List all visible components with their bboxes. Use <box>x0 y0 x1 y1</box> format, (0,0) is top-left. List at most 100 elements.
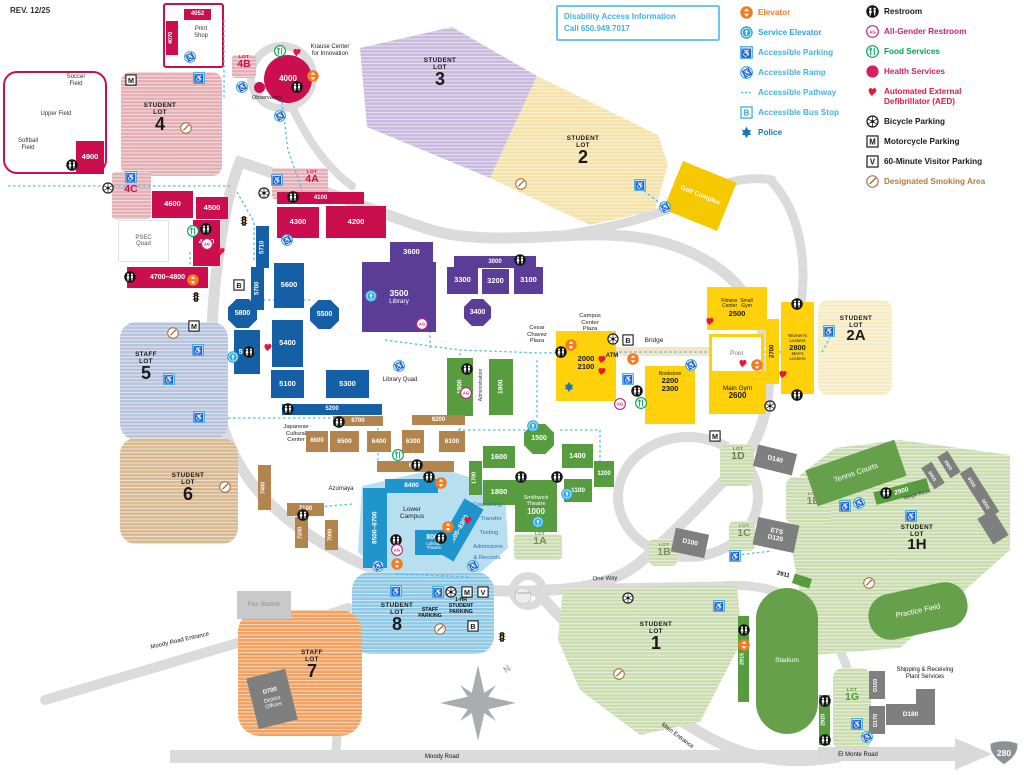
b6200: 6200 <box>412 415 465 425</box>
bicycle-parking-icon <box>258 187 270 199</box>
b1700: 1700 <box>469 461 482 495</box>
legend-label: Service Elevator <box>758 28 822 37</box>
b4900: 4900 <box>76 141 104 174</box>
svg-text:♿: ♿ <box>741 67 753 79</box>
svg-text:M: M <box>712 432 718 441</box>
legend-item-bike: Bicycle Parking <box>866 114 985 128</box>
b4070: 4070 <box>166 21 178 55</box>
b3100: 3100 <box>514 267 543 294</box>
testing-label: Testing <box>479 530 499 536</box>
lot-label-2-w2: LOT <box>576 141 590 149</box>
b1100-label: 1100 <box>570 486 586 494</box>
restroom-icon <box>515 471 527 483</box>
lot-label-4-w1: STUDENT <box>143 102 177 109</box>
bicycle-parking-icon <box>445 586 457 598</box>
elevator-icon <box>751 359 763 371</box>
bicycle-parking-icon <box>622 592 634 604</box>
b3600: 3600 <box>390 242 433 263</box>
legend-label: 60-Minute Visitor Parking <box>884 156 983 166</box>
accessible-ramp-icon: ♿ <box>659 201 671 213</box>
legend-label: Health Services <box>884 67 945 76</box>
lot-1b <box>649 539 677 566</box>
lot-label-1b-number: 1B <box>657 546 671 559</box>
restroom-icon <box>819 734 831 746</box>
restroom-icon <box>555 346 567 358</box>
legend-item-aramp: ♿ Accessible Ramp <box>740 66 839 79</box>
b6500-label: 6500 <box>337 437 352 445</box>
b4100-label: 4100 <box>313 194 328 201</box>
accessible-parking-icon: ♿ <box>823 325 835 337</box>
restroom-icon <box>333 416 345 428</box>
accessible-ramp-icon: ♿ <box>853 497 865 509</box>
elevator-icon <box>627 353 639 365</box>
stadium: Stadium <box>756 588 818 734</box>
bookstore-2200-2300-text-2: 2300 <box>661 384 679 394</box>
service-elevator-icon <box>532 516 544 528</box>
all-gender-restroom-icon: AG <box>391 544 403 556</box>
restroom-icon <box>435 532 447 544</box>
svg-text:♿: ♿ <box>193 345 203 355</box>
smoking-area-icon <box>180 122 192 134</box>
legend-label: Accessible Pathway <box>758 88 837 97</box>
accessible-parking-icon: ♿ <box>390 585 402 597</box>
restroom-icon <box>287 191 299 203</box>
restroom-icon <box>791 298 803 310</box>
smoking-area-icon <box>167 327 179 339</box>
service-elevator-icon <box>561 488 573 500</box>
b1800-label: 1800 <box>490 487 508 497</box>
b1000-smithwick-text-2: 1000 <box>527 506 545 516</box>
lot-label-4b-w1: LOT <box>238 55 250 60</box>
elevator-icon <box>391 558 403 570</box>
bicycle-parking-icon <box>102 182 114 194</box>
legend-item-restroom: Restroom <box>866 5 985 18</box>
accessible-parking-icon: ♿ <box>729 550 741 562</box>
accessible-bus-stop-icon: B <box>233 279 245 291</box>
motorcycle-parking-icon: M <box>125 74 137 86</box>
restroom-icon <box>390 534 402 546</box>
lot-label-1b-w1: LOT <box>658 543 670 548</box>
legend-item-food: Food Services <box>866 45 985 58</box>
b4700-4800: 4700–4800 <box>127 267 208 288</box>
accessible-parking-icon: ♿ <box>432 586 444 598</box>
b7100-label: 7100 <box>298 506 313 513</box>
lot-label-8-w2: LOT <box>390 608 404 616</box>
smoking-area-icon <box>515 178 527 190</box>
service-elevator-icon <box>365 290 377 302</box>
bridge-label: Bridge <box>644 337 664 344</box>
accessible-ramp-icon: ♿ <box>372 560 384 572</box>
compass-north-label: N <box>501 663 513 675</box>
b4052-label: 4052 <box>190 11 205 18</box>
legend-label: Accessible Ramp <box>758 68 826 77</box>
lot-label-6-w2: LOT <box>181 478 195 486</box>
aed-icon <box>462 514 474 526</box>
lot-1c <box>729 521 755 551</box>
lot-label-3-w2: LOT <box>433 63 447 71</box>
lot-label-7-number: 7 <box>306 661 318 682</box>
lot-label-1g-w1: LOT <box>846 688 858 693</box>
admissions-label: Admissions <box>473 544 503 550</box>
d180: D180 <box>886 704 935 725</box>
motorcycle-parking-icon: M <box>188 320 200 332</box>
legend-item-elev: Elevator <box>740 6 839 19</box>
traffic-light-icon <box>496 631 508 643</box>
elevator-icon <box>751 359 763 371</box>
restroom-icon <box>514 254 526 266</box>
svg-text:AG: AG <box>419 322 425 327</box>
restroom-icon <box>124 271 136 283</box>
lot-1g <box>833 668 871 750</box>
accessible-ramp-icon: ♿ <box>274 110 286 122</box>
student-lot-6 <box>120 438 238 544</box>
practice-field-text-0: Practice Field <box>894 601 942 620</box>
aed-icon <box>737 357 749 369</box>
accessible-ramp-icon: ♿ <box>393 360 405 372</box>
aed-icon <box>215 245 227 257</box>
smoking-area-icon <box>180 122 192 134</box>
b6600: 6600 <box>306 431 328 452</box>
lower-campus-label: Lower Campus <box>399 506 425 521</box>
accessible-parking-icon: ♿ <box>271 174 283 186</box>
accessible-ramp-icon: ♿ <box>861 731 873 743</box>
